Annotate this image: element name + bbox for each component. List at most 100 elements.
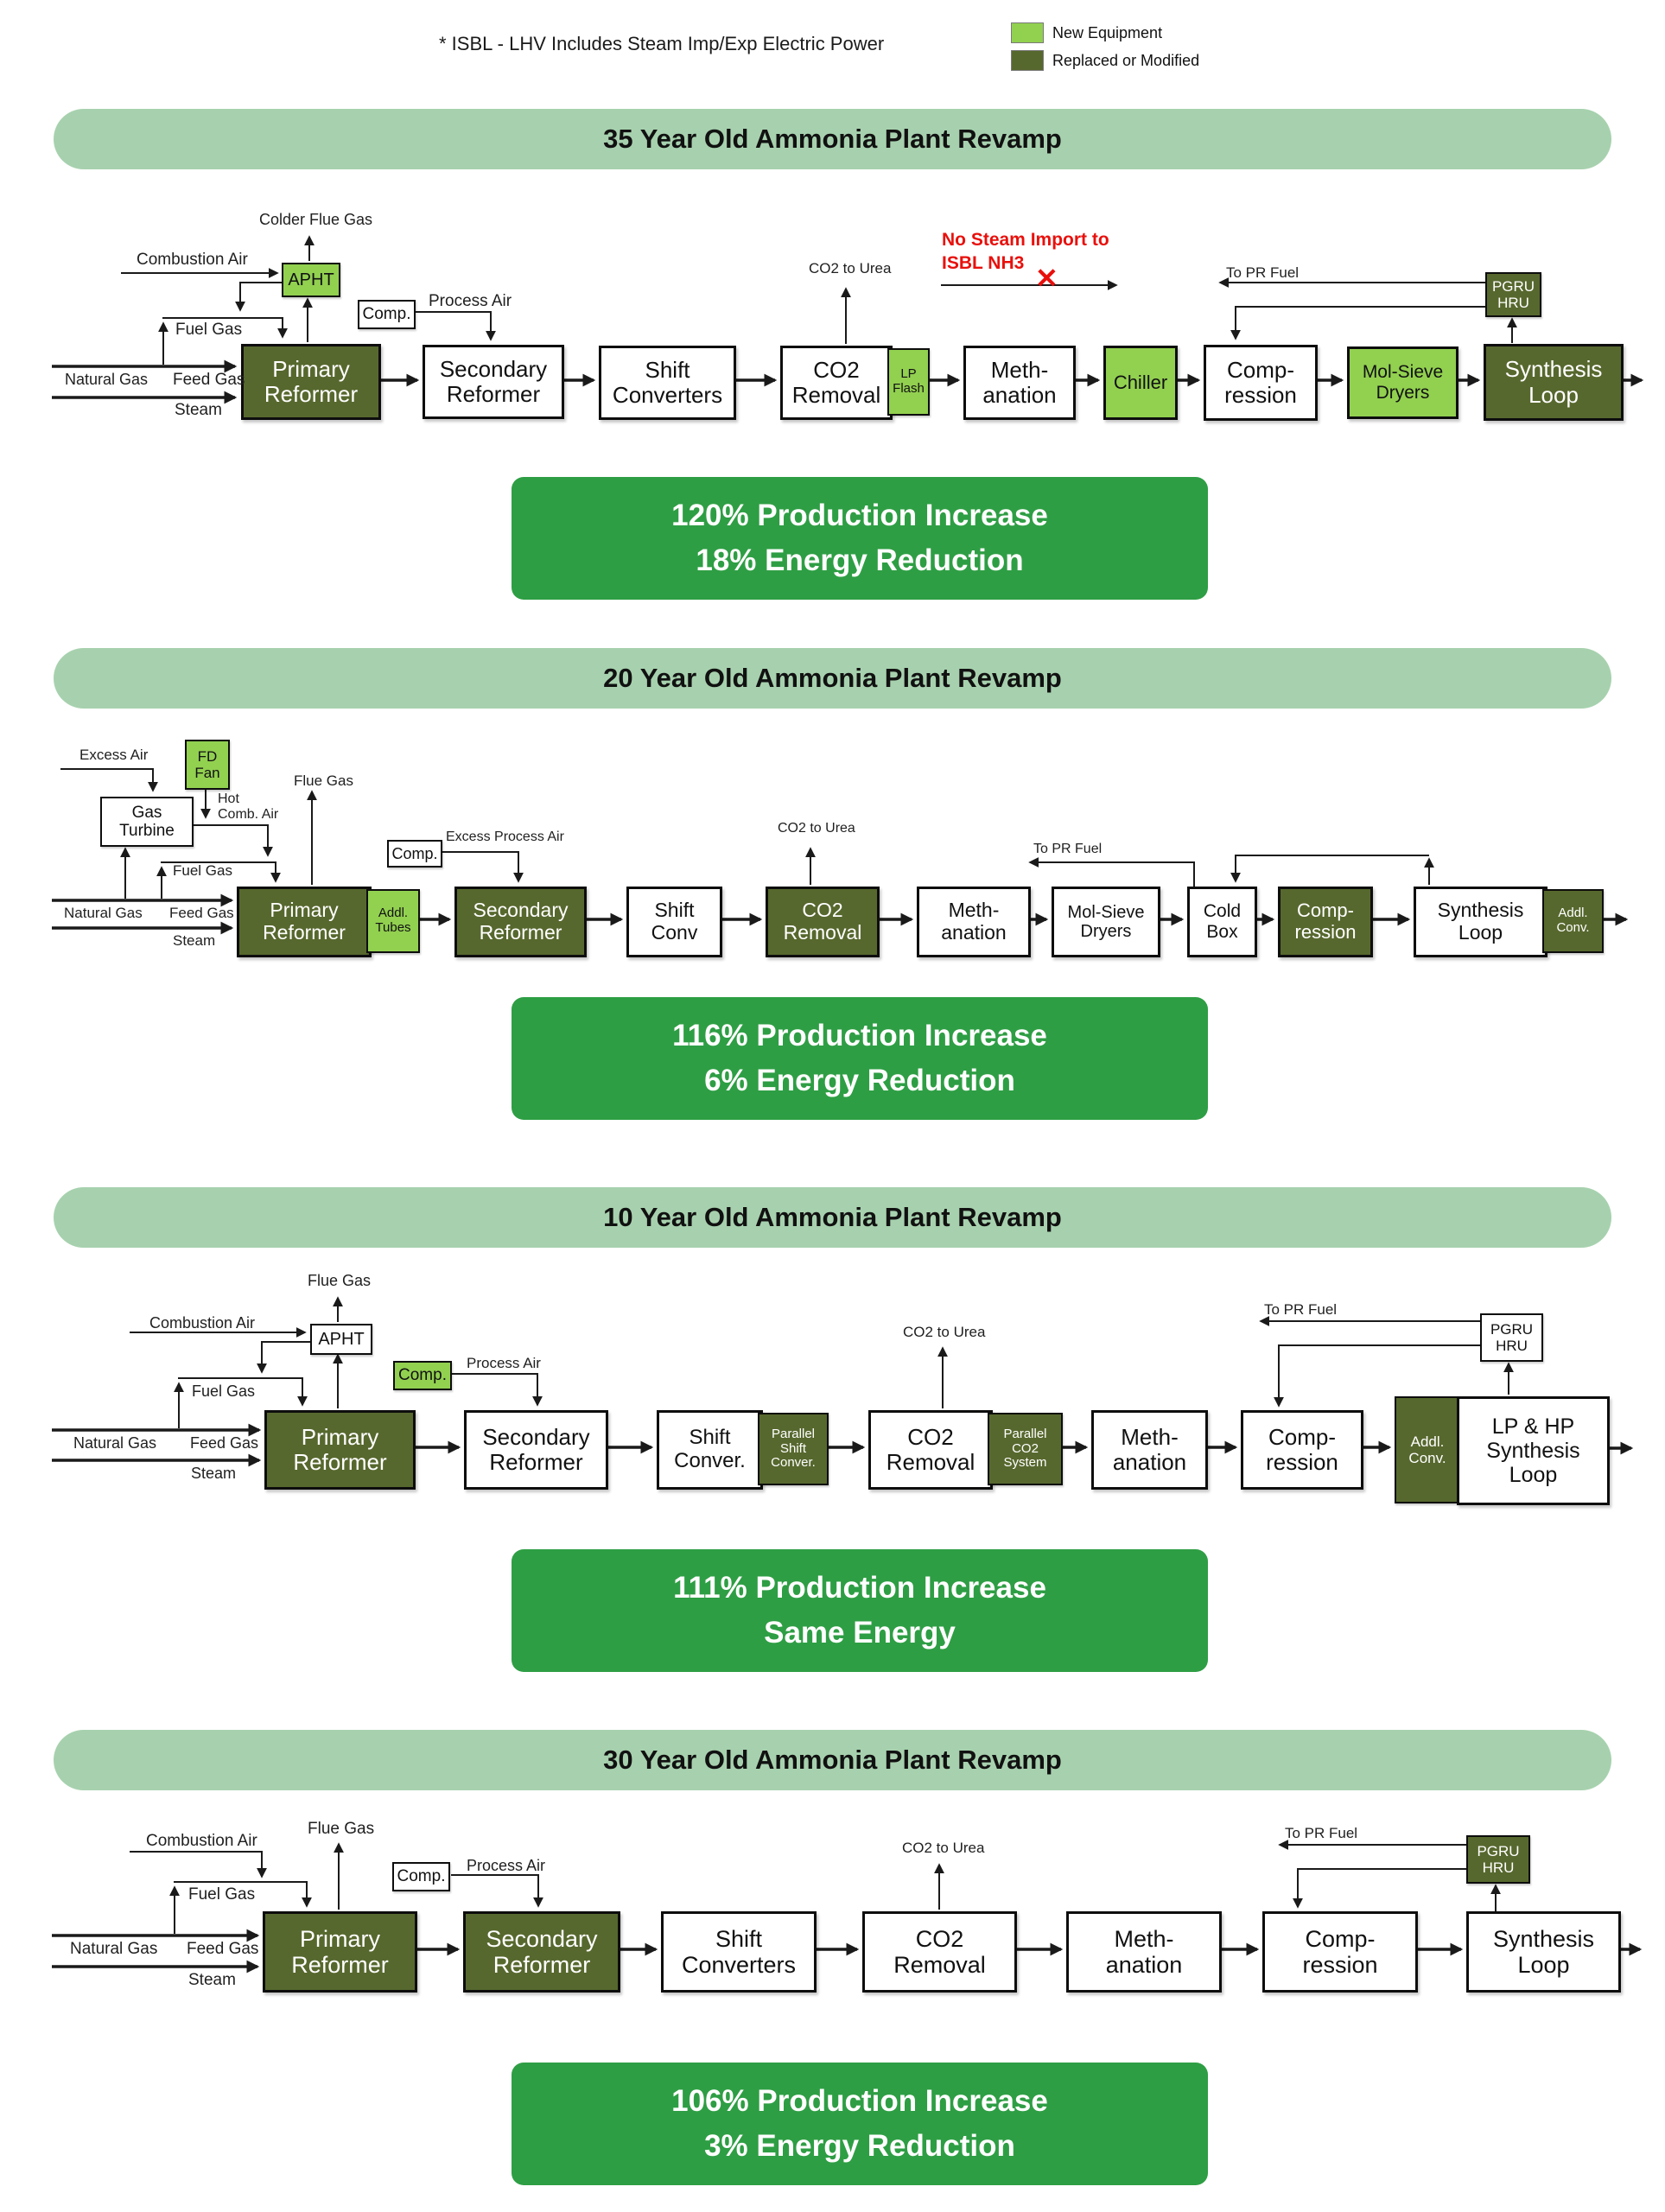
gas-turbine-box: Gas Turbine [100,797,194,847]
synthesis-loop-box: Synthesis Loop [1466,1911,1621,1993]
addl-conv-box: Addl. Conv. [1542,889,1604,953]
no-steam-import-label-2: ISBL NH3 [942,253,1025,273]
primary-reformer-box: Primary Reformer [237,887,372,957]
feed-gas-label: Feed Gas [187,1940,259,1958]
lp-flash-box: LP Flash [887,348,930,416]
new-equipment-swatch-icon [1011,22,1044,43]
process-air-label: Process Air [467,1857,546,1874]
primary-reformer-box: Primary Reformer [241,344,381,420]
process-air-label: Process Air [467,1355,541,1371]
mol-sieve-dryers-box: Mol-Sieve Dryers [1052,887,1160,957]
lp-hp-synthesis-loop-box: LP & HP Synthesis Loop [1457,1396,1610,1505]
comp-box: Comp. [392,1862,450,1891]
co2-removal-box: CO2 Removal [862,1911,1017,1993]
energy-reduction-text: 6% Energy Reduction [704,1064,1015,1097]
shift-conv-box: Shift Conv [626,887,722,957]
flue-gas-label: Flue Gas [308,1272,372,1289]
to-pr-fuel-label: To PR Fuel [1285,1825,1358,1841]
secondary-reformer-box: Secondary Reformer [454,887,587,957]
feed-gas-label: Feed Gas [190,1434,259,1452]
apht-box: APHT [282,263,340,297]
co2-removal-box: CO2 Removal [766,887,880,957]
methanation-box: Meth- anation [963,346,1076,420]
secondary-reformer-box: Secondary Reformer [464,1410,608,1490]
comp-box: Comp. [393,1361,452,1390]
section-title-35yr: 35 Year Old Ammonia Plant Revamp [54,109,1611,169]
crossout-x-icon: ✕ [1035,263,1058,294]
co2-removal-box: CO2 Removal [868,1410,993,1490]
co2-to-urea-label: CO2 to Urea [778,821,855,836]
shift-converters-box: Shift Converters [661,1911,817,1993]
pgru-hru-box: PGRU HRU [1485,272,1541,317]
shift-converters-box: Shift Converters [599,346,736,420]
legend: New Equipment Replaced or Modified [1011,22,1199,78]
parallel-shift-converter-box: Parallel Shift Conver. [758,1413,829,1485]
steam-label: Steam [191,1465,237,1482]
feed-gas-label: Feed Gas [169,905,234,921]
compression-box: Comp- ression [1262,1911,1418,1993]
co2-to-urea-label: CO2 to Urea [903,1324,986,1340]
co2-to-urea-label: CO2 to Urea [809,260,892,276]
diagram-1-connectors [52,235,1644,404]
methanation-box: Meth- anation [1091,1410,1208,1490]
fuel-gas-label: Fuel Gas [173,862,232,879]
diagram-3-connectors [52,1296,1634,1467]
section-title-20yr: 20 Year Old Ammonia Plant Revamp [54,648,1611,709]
energy-reduction-text: 3% Energy Reduction [704,2129,1015,2163]
diagram-4-connectors [52,1840,1643,1974]
fuel-gas-label: Fuel Gas [188,1885,256,1904]
co2-removal-box: CO2 Removal [780,346,893,420]
methanation-box: Meth- anation [1066,1911,1222,1993]
shift-converter-box: Shift Conver. [657,1410,763,1490]
flue-gas-label: Flue Gas [294,772,353,789]
co2-to-urea-label: CO2 to Urea [902,1840,985,1856]
energy-reduction-text: Same Energy [764,1616,956,1649]
fd-fan-box: FD Fan [185,740,230,790]
synthesis-loop-box: Synthesis Loop [1414,887,1547,957]
result-card-20yr: 116% Production Increase 6% Energy Reduc… [512,997,1208,1120]
fuel-gas-label: Fuel Gas [175,321,243,339]
natural-gas-label: Natural Gas [64,905,143,921]
legend-item-new: New Equipment [1011,22,1199,43]
pgru-hru-box: PGRU HRU [1480,1313,1543,1362]
compression-box: Comp- ression [1204,345,1318,421]
diagram-2-connectors [52,768,1629,935]
secondary-reformer-box: Secondary Reformer [423,345,564,419]
chiller-box: Chiller [1103,346,1178,420]
replaced-modified-swatch-icon [1011,50,1044,71]
synthesis-loop-box: Synthesis Loop [1484,344,1624,421]
hot-comb-air-label: Hot Comb. Air [218,791,279,823]
flue-gas-label: Flue Gas [308,1820,375,1838]
energy-reduction-text: 18% Energy Reduction [696,543,1024,577]
natural-gas-label: Natural Gas [65,371,149,388]
parallel-co2-system-box: Parallel CO2 System [988,1413,1063,1485]
natural-gas-label: Natural Gas [73,1434,157,1452]
comp-box: Comp. [358,300,416,329]
production-increase-text: 120% Production Increase [671,498,1048,532]
natural-gas-label: Natural Gas [70,1940,158,1958]
pgru-hru-box: PGRU HRU [1466,1835,1530,1884]
excess-air-label: Excess Air [79,747,149,763]
feed-gas-label: Feed Gas [173,371,245,389]
legend-label: Replaced or Modified [1052,51,1200,69]
combustion-air-label: Combustion Air [146,1832,257,1850]
combustion-air-label: Combustion Air [149,1314,256,1332]
combustion-air-label: Combustion Air [137,251,248,269]
result-card-35yr: 120% Production Increase 18% Energy Redu… [512,477,1208,600]
secondary-reformer-box: Secondary Reformer [463,1911,620,1993]
legend-label: New Equipment [1052,23,1163,41]
production-increase-text: 111% Production Increase [673,1570,1046,1605]
section-title-10yr: 10 Year Old Ammonia Plant Revamp [54,1187,1611,1248]
apht-box: APHT [310,1324,372,1355]
section-title-30yr: 30 Year Old Ammonia Plant Revamp [54,1730,1611,1790]
result-card-30yr: 106% Production Increase 3% Energy Reduc… [512,2063,1208,2185]
no-steam-import-label-1: No Steam Import to [942,230,1109,250]
methanation-box: Meth- anation [917,887,1031,957]
primary-reformer-box: Primary Reformer [264,1410,416,1490]
production-increase-text: 106% Production Increase [671,2083,1048,2118]
legend-item-replaced: Replaced or Modified [1011,50,1199,71]
to-pr-fuel-label: To PR Fuel [1264,1301,1338,1318]
steam-label: Steam [188,1971,236,1989]
